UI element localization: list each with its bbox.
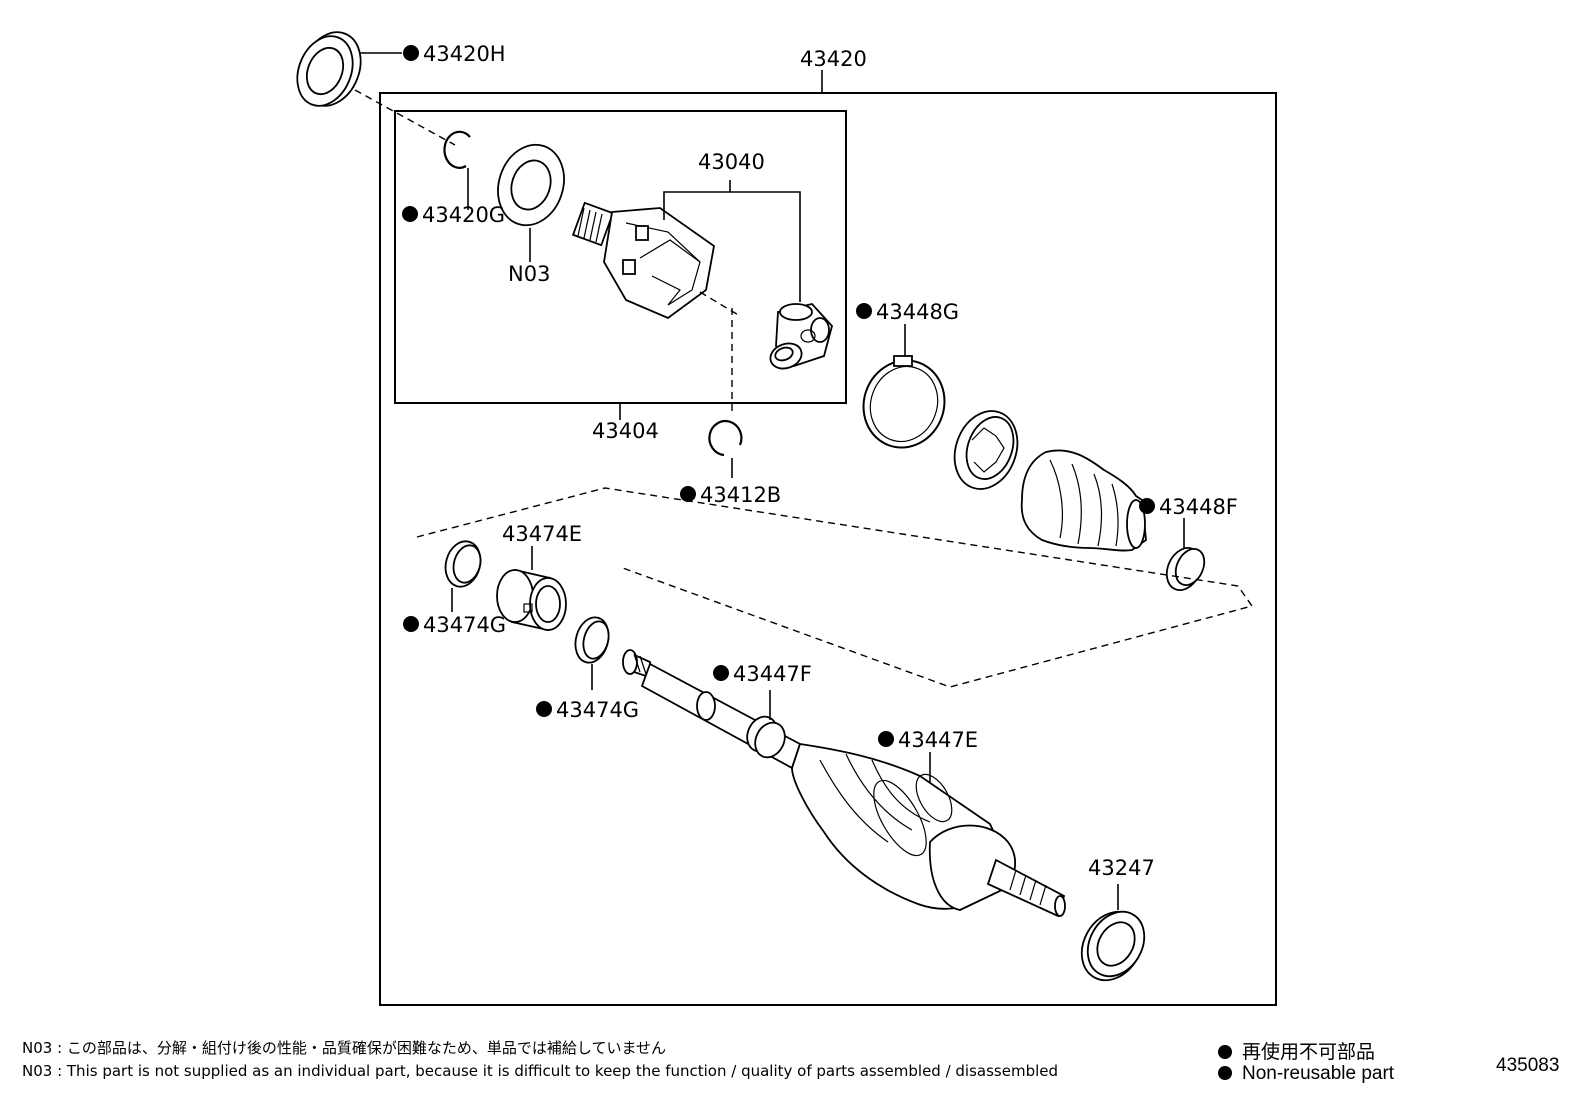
inboard-joint-housing-drawing xyxy=(571,201,715,320)
callout-43247: 43247 xyxy=(1088,856,1155,880)
callout-43420g: 43420G xyxy=(402,203,505,227)
tripod-joint-drawing xyxy=(769,303,833,370)
ring-43474g-right-drawing xyxy=(574,616,610,664)
part-number-label: 43448F xyxy=(1159,495,1238,519)
non-reusable-dot-icon xyxy=(1139,498,1155,514)
oil-seal-43420h-drawing xyxy=(296,31,362,107)
part-number-label: 43420H xyxy=(423,42,506,66)
part-number-label: 43474G xyxy=(423,613,506,637)
callout-43474g-left: 43474G xyxy=(403,613,506,637)
part-number-label: 43040 xyxy=(698,150,765,174)
non-reusable-dot-icon xyxy=(856,303,872,319)
seal-43247-drawing xyxy=(1080,910,1146,982)
callout-43420h: 43420H xyxy=(403,42,506,66)
non-reusable-dot-icon xyxy=(536,701,552,717)
legend-en: Non-reusable part xyxy=(1218,1063,1394,1085)
non-reusable-dot-icon xyxy=(713,665,729,681)
snap-ring-43420g-drawing xyxy=(443,130,471,169)
callout-43474g-right: 43474G xyxy=(536,698,639,722)
part-number-label: 43420G xyxy=(422,203,505,227)
drive-shaft-drawing xyxy=(622,649,1066,918)
bearing-43474e-drawing xyxy=(496,568,567,632)
callout-43447f: 43447F xyxy=(713,662,812,686)
part-number-label: 43474G xyxy=(556,698,639,722)
assembly-frame-43420 xyxy=(379,92,1277,1006)
figure-number: 435083 xyxy=(1496,1055,1560,1076)
boot-clamp-43448g-drawing xyxy=(862,355,946,449)
callout-43474e: 43474E xyxy=(502,522,582,546)
callout-43412b: 43412B xyxy=(680,483,781,507)
callout-43404: 43404 xyxy=(592,419,659,443)
boot-clamp-43448f-drawing xyxy=(1165,547,1206,591)
note-en: N03 : This part is not supplied as an in… xyxy=(22,1062,1059,1080)
note-jp: N03 : この部品は、分解・組付け後の性能・品質確保が困難なため、単品では補給… xyxy=(22,1039,667,1057)
callout-n03: N03 xyxy=(508,262,550,286)
callout-43040: 43040 xyxy=(698,150,765,174)
legend-jp: 再使用不可部品 xyxy=(1218,1037,1375,1064)
part-number-label: N03 xyxy=(508,262,550,286)
part-number-label: 43474E xyxy=(502,522,582,546)
washer-n03-drawing xyxy=(497,143,565,227)
part-number-label: 43420 xyxy=(800,47,867,71)
legend-jp-label: 再使用不可部品 xyxy=(1242,1042,1376,1063)
part-number-label: 43412B xyxy=(700,483,781,507)
part-number-label: 43447E xyxy=(898,728,978,752)
boot-insert-drawing xyxy=(953,410,1019,490)
non-reusable-dot-icon xyxy=(403,45,419,61)
part-number-label: 43447F xyxy=(733,662,812,686)
callout-43448g: 43448G xyxy=(856,300,959,324)
snap-ring-43412b-drawing xyxy=(708,419,743,457)
part-number-label: 43448G xyxy=(876,300,959,324)
non-reusable-dot-icon xyxy=(402,206,418,222)
callout-43448f: 43448F xyxy=(1139,495,1238,519)
non-reusable-dot-icon xyxy=(878,731,894,747)
non-reusable-dot-icon xyxy=(1218,1045,1232,1059)
callout-43447e: 43447E xyxy=(878,728,978,752)
assembly-guide-dashed xyxy=(416,487,1254,688)
non-reusable-dot-icon xyxy=(403,616,419,632)
part-number-label: 43404 xyxy=(592,419,659,443)
legend-en-label: Non-reusable part xyxy=(1242,1063,1395,1084)
part-number-label: 43247 xyxy=(1088,856,1155,880)
ring-43474g-left-drawing xyxy=(444,540,482,588)
inboard-boot-drawing xyxy=(1020,449,1147,552)
non-reusable-dot-icon xyxy=(1218,1066,1232,1080)
callout-43420: 43420 xyxy=(800,47,867,71)
non-reusable-dot-icon xyxy=(680,486,696,502)
